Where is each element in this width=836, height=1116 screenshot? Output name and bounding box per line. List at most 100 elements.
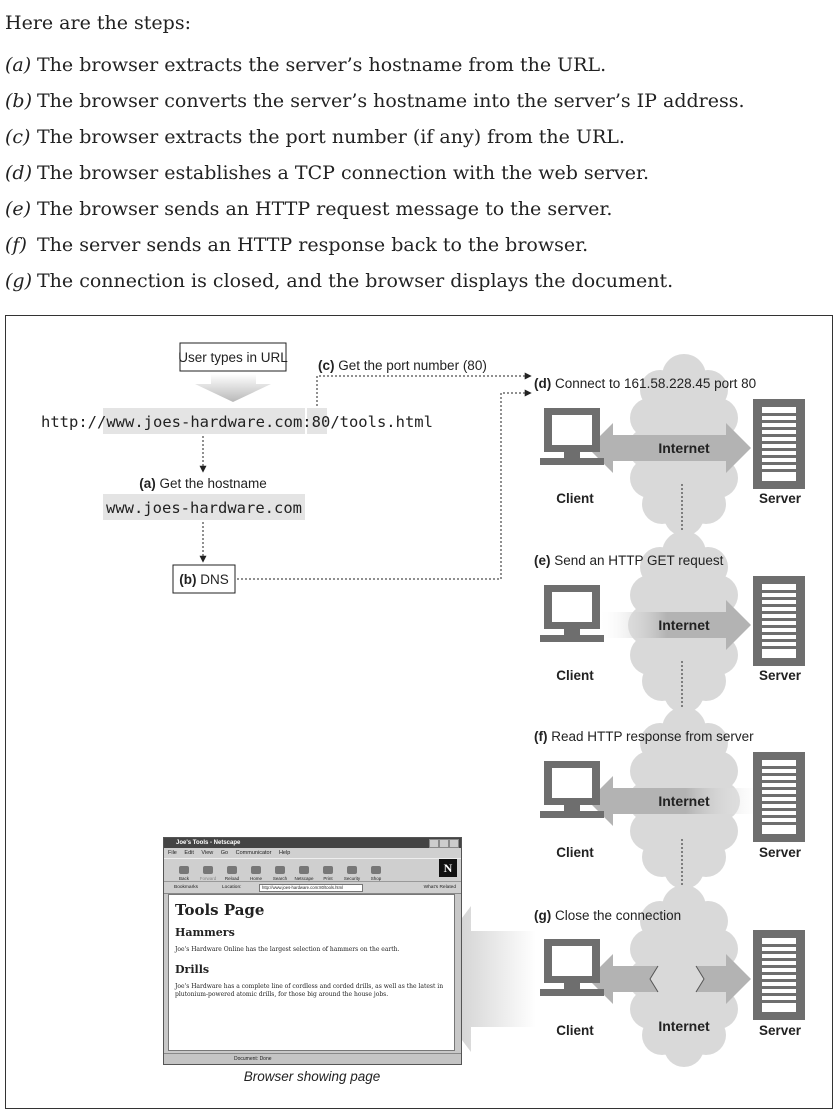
- down-arrow: [195, 374, 271, 402]
- server-label: Server: [759, 1023, 802, 1038]
- hammers-heading: Hammers: [175, 926, 235, 939]
- hostname-text: www.joes-hardware.com: [106, 499, 302, 517]
- shop-button[interactable]: Shop: [364, 859, 388, 881]
- search-button[interactable]: Search: [268, 859, 292, 881]
- intro-text: Here are the steps:: [5, 12, 191, 34]
- dotted-arrow-c: [316, 372, 532, 406]
- step-item: (a)The browser extracts the server’s hos…: [5, 47, 745, 83]
- label-c: (c) Get the port number (80): [318, 358, 487, 373]
- request-arrow: [598, 600, 751, 650]
- step-letter: (e): [5, 198, 32, 220]
- server-icon: [753, 752, 805, 842]
- menu-edit[interactable]: Edit: [184, 850, 194, 856]
- window-title: Joe's Tools - Netscape: [176, 840, 241, 846]
- panel-e: Internet Client Server (e) Send an HTTP …: [534, 531, 805, 713]
- broken-arrow-left: [588, 954, 658, 1004]
- browser-menu-bar: File Edit View Go Communicator Help: [164, 848, 461, 858]
- whats-related-button[interactable]: What's Related: [423, 885, 456, 890]
- drills-text: Joe's Hardware has a complete line of co…: [175, 983, 444, 998]
- netscape-icon: [299, 866, 309, 874]
- port-highlight: [307, 408, 327, 434]
- internet-label: Internet: [658, 1018, 710, 1034]
- client-label: Client: [556, 1023, 594, 1038]
- browser-caption: Browser showing page: [244, 1069, 381, 1084]
- hostname-highlight: [103, 494, 305, 520]
- location-input[interactable]: http://www.joes-hardware.com:80/tools.ht…: [259, 884, 363, 892]
- server-icon: [753, 576, 805, 666]
- close-icon[interactable]: [449, 839, 459, 848]
- label-a: (a) Get the hostname: [139, 476, 267, 491]
- bookmarks-button[interactable]: Bookmarks: [174, 885, 198, 890]
- broken-arrow-right: [696, 954, 751, 1004]
- minimize-icon[interactable]: [429, 839, 439, 848]
- step-text: The connection is closed, and the browse…: [37, 270, 674, 292]
- page-title: Tools Page: [175, 901, 265, 919]
- netscape-button[interactable]: Netscape: [292, 859, 316, 881]
- menu-communicator[interactable]: Communicator: [235, 850, 272, 856]
- step-letter: (b): [5, 90, 32, 112]
- step-letter: (c): [5, 126, 31, 148]
- menu-help[interactable]: Help: [278, 850, 291, 856]
- url-text: http://www.joes-hardware.com:80/tools.ht…: [41, 413, 433, 431]
- reload-icon: [227, 866, 237, 874]
- step-text: The server sends an HTTP response back t…: [37, 234, 589, 256]
- label-f: (f) Read HTTP response from server: [534, 729, 754, 744]
- maximize-icon[interactable]: [439, 839, 449, 848]
- client-computer-icon: [540, 761, 604, 818]
- client-computer-icon: [540, 939, 604, 996]
- server-label: Server: [759, 491, 802, 506]
- reload-button[interactable]: Reload: [220, 859, 244, 881]
- location-label: Location:: [222, 885, 242, 890]
- dotted-arrow-dns: [237, 389, 532, 580]
- client-label: Client: [556, 491, 594, 506]
- browser-toolbar: Back Forward Reload Home Search Netscape…: [164, 858, 461, 882]
- dns-label: (b) DNS: [179, 572, 229, 587]
- internet-label: Internet: [658, 793, 710, 809]
- step-item: (g)The connection is closed, and the bro…: [5, 263, 745, 299]
- bidirectional-arrow: [588, 423, 751, 473]
- search-icon: [275, 866, 285, 874]
- back-button[interactable]: Back: [172, 859, 196, 881]
- step-text: The browser extracts the port number (if…: [37, 126, 625, 148]
- step-text: The browser converts the server’s hostna…: [37, 90, 745, 112]
- step-letter: (a): [5, 54, 32, 76]
- status-text: Document: Done: [234, 1056, 272, 1062]
- step-item: (c) The browser extracts the port number …: [5, 119, 745, 155]
- browser-title-bar: Joe's Tools - Netscape: [164, 838, 461, 848]
- browser-window: Joe's Tools - Netscape File Edit View Go…: [163, 837, 462, 1065]
- client-computer-icon: [540, 408, 604, 465]
- home-button[interactable]: Home: [244, 859, 268, 881]
- step-text: The browser establishes a TCP connection…: [37, 162, 650, 184]
- server-label: Server: [759, 668, 802, 683]
- shop-icon: [371, 866, 381, 874]
- security-button[interactable]: Security: [340, 859, 364, 881]
- step-item: (b)The browser converts the server’s hos…: [5, 83, 745, 119]
- menu-go[interactable]: Go: [220, 850, 229, 856]
- home-icon: [251, 866, 261, 874]
- client-label: Client: [556, 668, 594, 683]
- dns-box: [172, 564, 236, 594]
- step-item: (e)The browser sends an HTTP request mes…: [5, 191, 745, 227]
- label-d: (d) Connect to 161.58.228.45 port 80: [534, 376, 756, 391]
- menu-file[interactable]: File: [168, 850, 177, 856]
- label-e: (e) Send an HTTP GET request: [534, 553, 724, 568]
- response-arrow: [588, 776, 766, 826]
- forward-button[interactable]: Forward: [196, 859, 220, 881]
- panel-g: Internet Client Server (g) Close the con…: [534, 885, 805, 1067]
- client-computer-icon: [540, 585, 604, 642]
- step-text: The browser sends an HTTP request messag…: [37, 198, 613, 220]
- lock-icon: [347, 866, 357, 874]
- panel-d: Internet Client Server (d) Connect to 16…: [534, 354, 805, 536]
- netscape-logo: N: [439, 859, 457, 877]
- server-label: Server: [759, 845, 802, 860]
- step-letter: (f): [5, 234, 27, 256]
- forward-icon: [203, 866, 213, 874]
- user-url-label: User types in URL: [178, 350, 288, 365]
- print-button[interactable]: Print: [316, 859, 340, 881]
- server-icon: [753, 930, 805, 1020]
- step-letter: (d): [5, 162, 32, 184]
- location-bar: Bookmarks Location: http://www.joes-hard…: [164, 882, 461, 894]
- user-url-box: [179, 342, 287, 372]
- menu-view[interactable]: View: [201, 850, 214, 856]
- panel-f: Internet Client Server (f) Read HTTP res…: [534, 707, 805, 889]
